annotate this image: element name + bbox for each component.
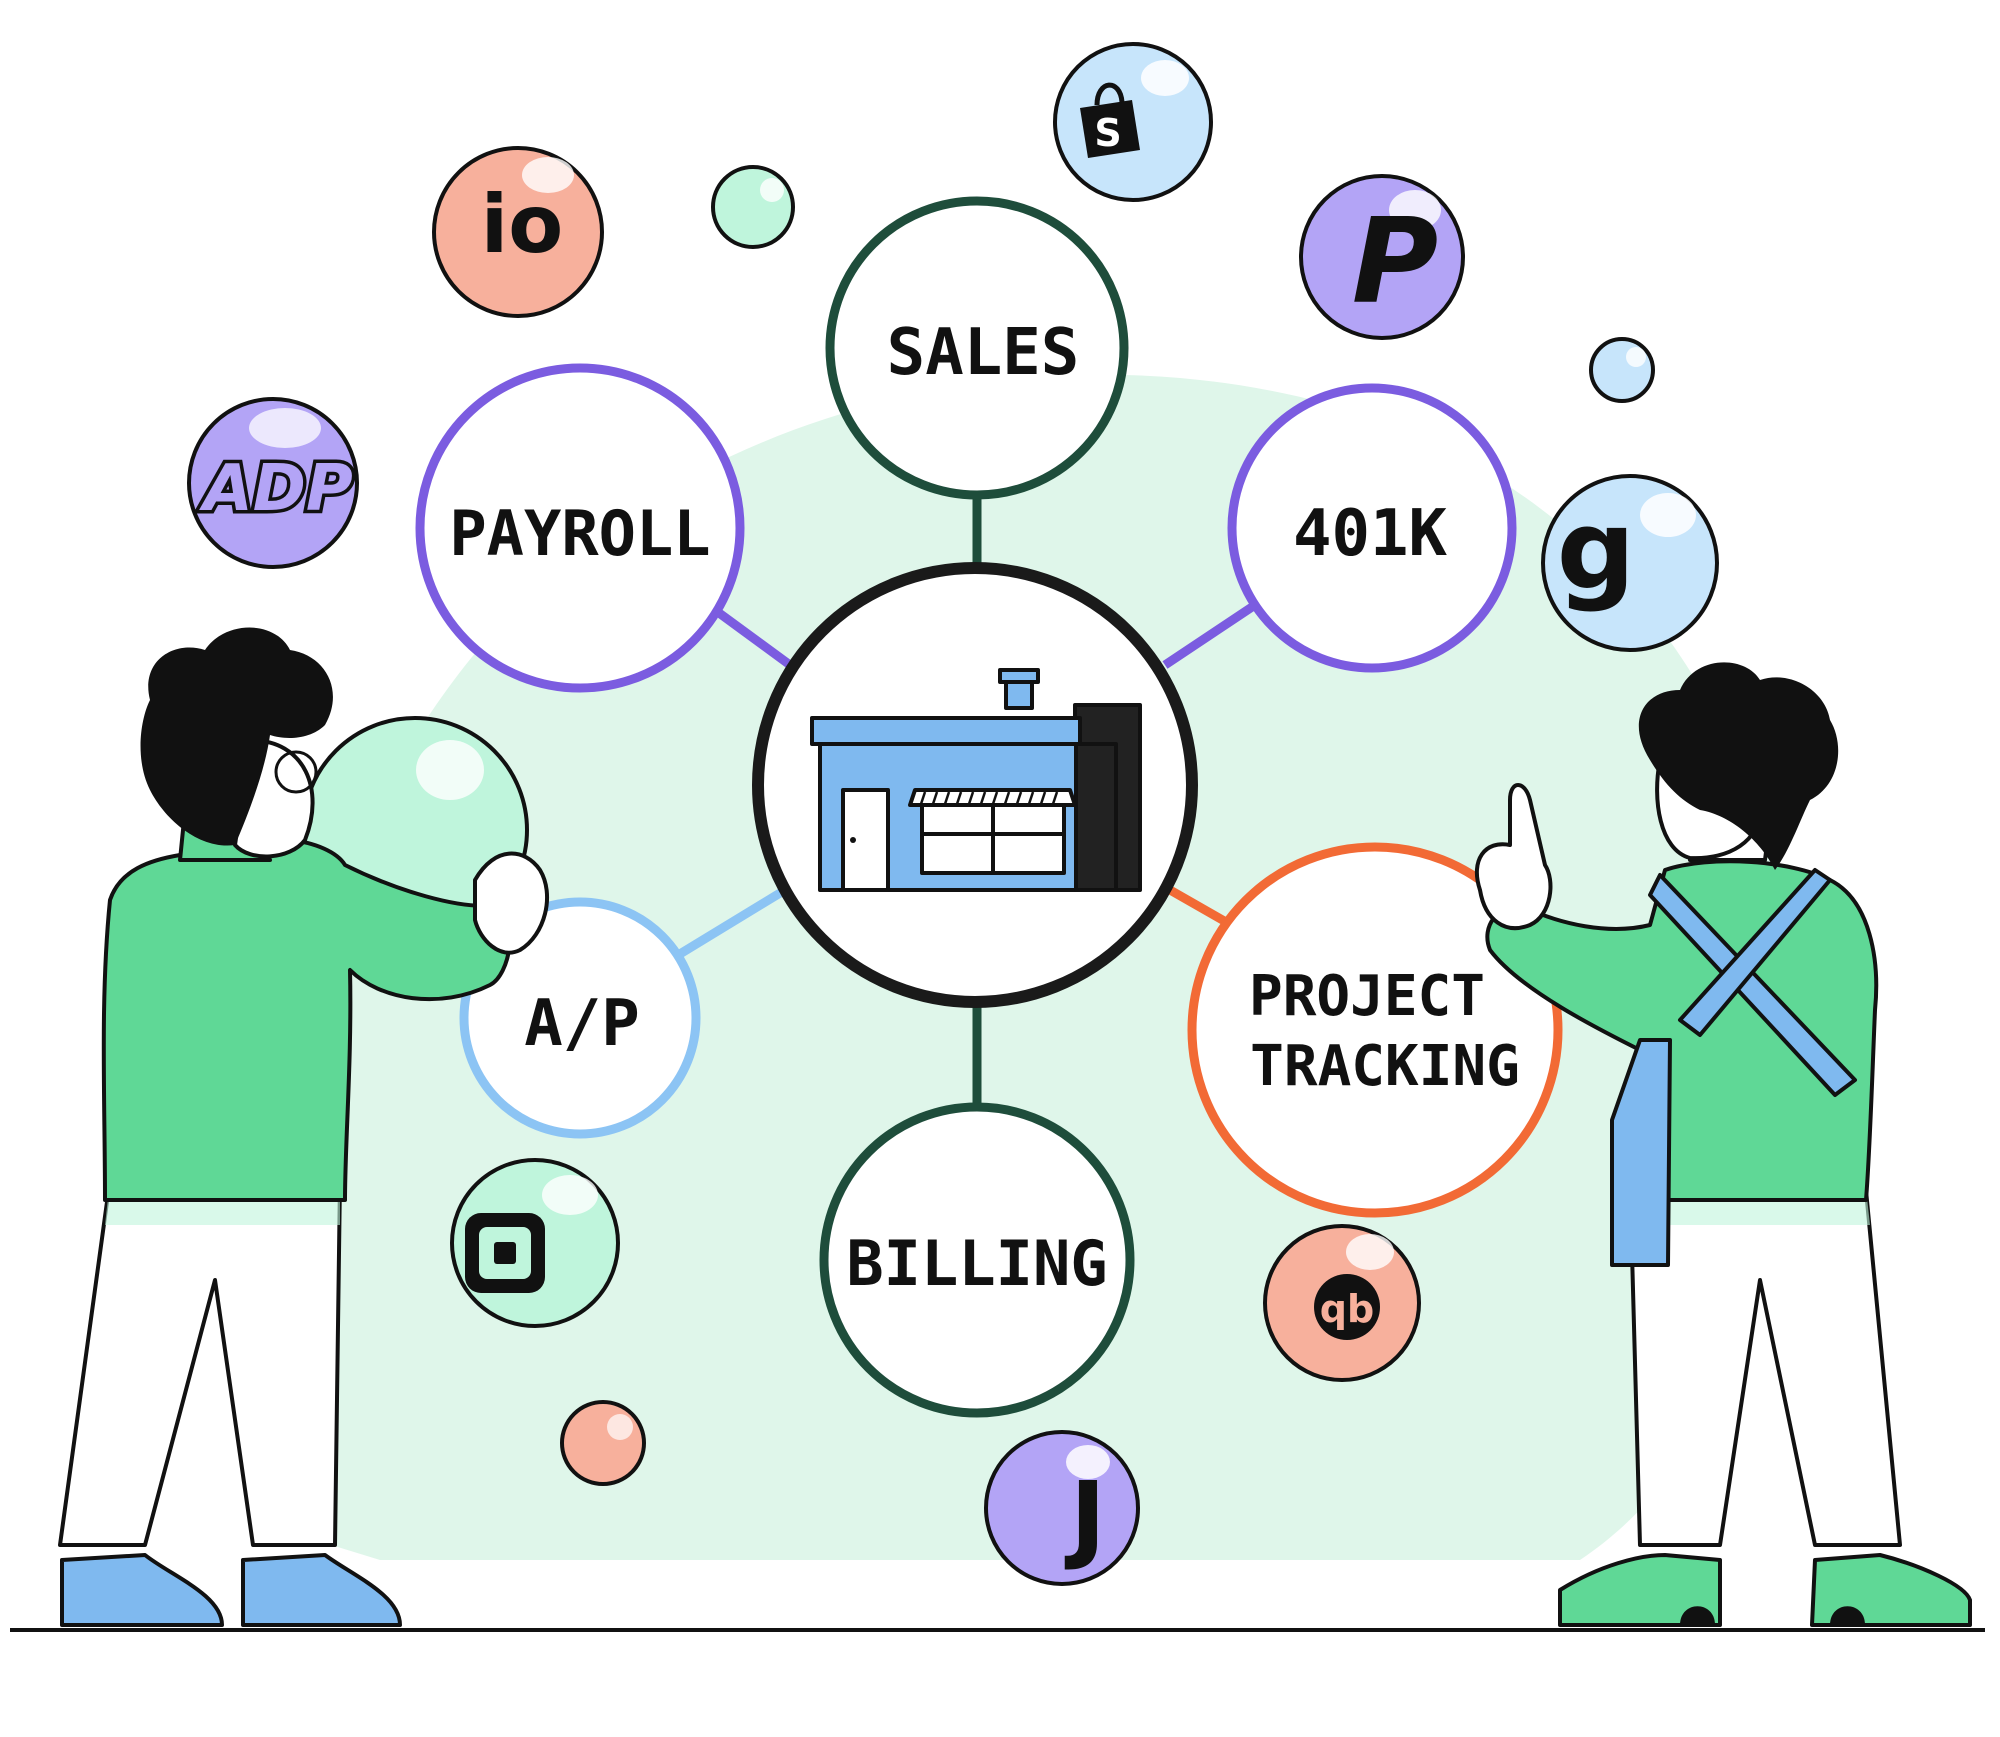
right-person-hair	[1638, 662, 1839, 870]
left-person-sweater	[101, 836, 512, 1202]
right-person-pants	[1628, 1178, 1902, 1547]
node-401k[interactable]: 401K	[1227, 383, 1517, 673]
right-person-apron	[1610, 1038, 1672, 1267]
right-person-apron-strap	[1648, 873, 1857, 1097]
square-logo-bubble[interactable]	[450, 1158, 620, 1328]
j-logo-bubble[interactable]: J	[984, 1430, 1140, 1586]
node-billing[interactable]: BILLING	[819, 1102, 1135, 1418]
plain-bubble	[560, 1400, 646, 1486]
io-logo-text: io	[481, 178, 563, 271]
node-billing-label: BILLING	[846, 1227, 1107, 1300]
quickbooks-logo-text: qb	[1320, 1287, 1374, 1331]
storefront-icon	[810, 668, 1142, 892]
adp-logo-text: ADP	[198, 452, 353, 526]
quickbooks-logo-bubble[interactable]: qb	[1263, 1224, 1421, 1382]
adp-logo-bubble[interactable]: ADP	[187, 397, 359, 569]
node-sales-label: SALES	[887, 316, 1080, 390]
left-person-hair	[140, 627, 333, 846]
left-person-pants	[58, 1178, 342, 1547]
gusto-logo-bubble[interactable]: g	[1541, 474, 1719, 652]
node-payroll[interactable]: PAYROLL	[415, 363, 745, 693]
node-project-label-line1: PROJECT	[1249, 964, 1485, 1029]
node-project-tracking[interactable]: PROJECT TRACKING	[1187, 842, 1563, 1218]
gusto-logo-text: g	[1557, 486, 1636, 614]
connector-ap	[667, 886, 788, 964]
plain-bubble	[711, 165, 795, 249]
connector-payroll	[712, 606, 793, 669]
node-project-label-line2: TRACKING	[1250, 1034, 1520, 1099]
node-401k-label: 401K	[1293, 497, 1448, 571]
paypal-logo-bubble[interactable]: P	[1299, 174, 1465, 340]
left-person	[58, 627, 550, 1627]
right-person-apron-strap	[1678, 868, 1832, 1037]
connector-401k	[1162, 601, 1258, 669]
plain-bubble	[1589, 337, 1655, 403]
node-payroll-label: PAYROLL	[449, 497, 710, 570]
node-sales[interactable]: SALES	[825, 196, 1129, 500]
right-person-pointing-hand	[1474, 783, 1553, 931]
paypal-logo-text: P	[1352, 192, 1438, 330]
right-person	[1474, 662, 1972, 1627]
node-ap-label: A/P	[524, 987, 640, 1061]
hub-center[interactable]	[752, 562, 1198, 1008]
shopify-logo-bubble[interactable]: S	[1053, 42, 1213, 202]
square-logo	[465, 1213, 545, 1293]
shopify-logo-text: S	[1094, 111, 1121, 155]
j-logo-text: J	[1064, 1461, 1106, 1573]
left-person-shoe	[241, 1553, 402, 1627]
right-person-shoe	[1558, 1553, 1722, 1627]
left-person-shoe	[60, 1553, 224, 1627]
node-ap[interactable]: A/P	[459, 897, 701, 1139]
io-logo-bubble[interactable]: io	[432, 146, 604, 318]
